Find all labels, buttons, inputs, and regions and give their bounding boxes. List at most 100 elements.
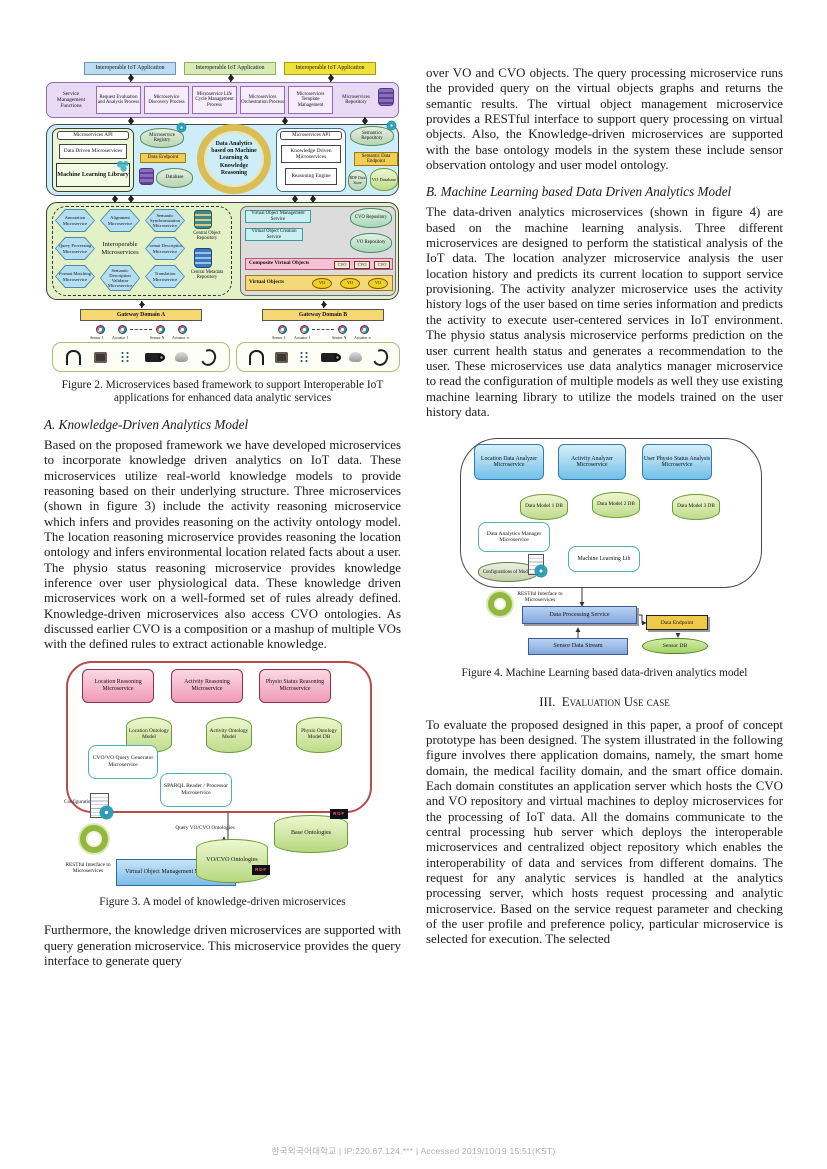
stethoscope-icon (370, 346, 390, 368)
section-a-heading: A. Knowledge-Driven Analytics Model (44, 416, 249, 432)
query-ontologies-label: Query VO/CVO Ontologies (175, 825, 235, 832)
sensor-label: Actuator n (354, 336, 371, 340)
activity-reasoning-box: Activity Reasoning Microservice (171, 668, 243, 703)
sensor-dot (118, 325, 127, 334)
section-b-paragraph: The data-driven analytics microservices … (426, 205, 783, 419)
sensor-dot (300, 325, 309, 334)
vo-repository-cylinder: VO Repository (350, 233, 392, 253)
sensor-grid-icon (120, 350, 132, 364)
figure-2-diagram: Interoperable IoT Application Interopera… (44, 60, 401, 372)
hex-microservice: Format Matching Microservice (55, 265, 95, 288)
gear-icon (536, 566, 546, 577)
data-endpoint-box: Data Endpoint (140, 153, 186, 163)
monitor-device-icon (274, 351, 288, 363)
vo-chip: VO (312, 278, 332, 289)
composite-vo-label: Composite Virtual Objects (249, 260, 310, 266)
hex-microservice: Annotation Microservice (55, 209, 95, 232)
sensor-label: Sensor 1 (90, 336, 104, 340)
semantics-repository-cylinder: Semantics Repository (350, 126, 394, 146)
section-a-paragraph: Based on the proposed framework we have … (44, 437, 401, 652)
camera-icon (320, 352, 341, 362)
vo-database-cylinder: VO Database (370, 168, 398, 191)
sensor-dot (96, 325, 105, 334)
data-model-1-cylinder: Data Model 1 DB (520, 494, 568, 521)
semantic-data-endpoint-box: Semantic Data Endpoint (354, 152, 398, 166)
analytics-manager-box: Data Analytics Manager Microservice (478, 522, 550, 553)
cvo-chip: CVO (354, 261, 370, 269)
sensor-label: Sensor N (150, 336, 165, 340)
ml-lib-box: Machine Learning Lib (568, 546, 640, 573)
data-driven-microservices-box: Data Driven Microservices (59, 144, 127, 159)
microservices-api-box: Microservices API (280, 131, 342, 140)
gear-icon (178, 124, 185, 131)
activity-analyzer-box: Activity Analyzer Microservice (558, 444, 626, 481)
dash-connector (312, 329, 334, 330)
iot-app-label: Interoperable IoT Application (195, 65, 265, 72)
vo-chip: VO (340, 278, 360, 289)
connector-arrow (281, 117, 288, 125)
database-stack-icon (378, 88, 394, 106)
restful-label: RESTful Interface to Microservices (65, 861, 111, 874)
gateway-domain-b-bar: Gateway Domain B (262, 309, 384, 321)
dash-connector (130, 329, 152, 330)
figure-4-caption: Figure 4. Machine Learning based data-dr… (461, 667, 748, 680)
reasoning-engine-box: Reasoning Engine (285, 168, 337, 185)
physio-reasoning-box: Physio Status Reasoning Microservice (259, 668, 331, 703)
sensor-dot (178, 325, 187, 334)
data-analytics-ring: Data Analytics based on Machine Learning… (197, 124, 271, 194)
database-cylinder: Database (156, 168, 193, 188)
connector-arrow (227, 74, 234, 82)
microservices-api-box: Microservices API (57, 131, 129, 140)
sensor-data-stream-box: Sensor Data Stream (528, 638, 628, 656)
sensor-dot (278, 325, 287, 334)
sensor-label: Actuator n (172, 336, 189, 340)
rdf-data-store-cylinder: RDF Data Store (348, 170, 367, 191)
access-footer: 한국외국어대학교 | IP:220.67.124.*** | Accessed … (271, 1146, 556, 1156)
section-iii-paragraph: To evaluate the proposed designed in thi… (426, 717, 783, 947)
figure-4-diagram: Location Data Analyzer Microservice Acti… (452, 436, 772, 660)
section-iii-number: III. (539, 694, 556, 709)
sparql-processor-box: SPARQL Reader / Processor Microservice (160, 772, 232, 807)
hex-microservice: Query Processing Microservice (55, 237, 95, 260)
interoperable-title: Interoperable Microservices (101, 240, 139, 256)
helmet-icon (174, 352, 188, 362)
sensor-grid-icon (298, 350, 310, 364)
ml-library-box: Machine Learning Library (56, 163, 130, 187)
location-reasoning-box: Location Reasoning Microservice (82, 668, 154, 703)
location-analyzer-box: Location Data Analyzer Microservice (474, 444, 544, 481)
gateway-domain-a-bar: Gateway Domain A (80, 309, 202, 321)
interoperable-dashed-region (52, 206, 232, 296)
headset-icon (248, 349, 264, 365)
iot-app-label: Interoperable IoT Application (95, 65, 165, 72)
connector-arrow (127, 117, 134, 125)
rdf-icon: RDF (252, 864, 270, 875)
monitor-device-icon (93, 351, 107, 363)
physio-ontology-cylinder: Physio Ontology Model DB (296, 716, 342, 753)
service-mgmt-label: Service Management Functions (56, 90, 86, 110)
cvo-chip: CVO (374, 261, 390, 269)
ring-label: Data Analytics based on Machine Learning… (211, 141, 257, 176)
data-endpoint-box: Data Endpoint (646, 615, 708, 631)
cvo-repository-cylinder: CVO Repository (350, 208, 392, 228)
device-strip-a (52, 342, 230, 372)
connector-arrow (309, 195, 316, 203)
vo-chip: VO (368, 278, 388, 289)
cvo-chip: CVO (334, 261, 350, 269)
section-b-heading: B. Machine Learning based Data Driven An… (426, 184, 732, 200)
sensor-label: Sensor N (332, 336, 347, 340)
data-processing-service-box: Data Processing Service (522, 606, 637, 625)
sensor-dot (360, 325, 369, 334)
physio-analyzer-box: User Physio Status Analysis Microservice (642, 444, 712, 481)
hex-microservice: Semantic Description Validator Microserv… (100, 265, 140, 291)
service-process-box: Request Evaluation and Analysis Process (96, 86, 141, 114)
vocvo-ontologies-cylinder: VO/CVO Ontologies (196, 838, 268, 883)
data-model-3-cylinder: Data Model 3 DB (672, 494, 720, 521)
configuration-label: Configuration (64, 798, 94, 805)
vo-creation-service-box: Virtual Object Creation Service (245, 228, 303, 241)
central-object-repo-label: Central Object Repository (193, 230, 221, 241)
connector-arrow (111, 195, 118, 203)
sensor-dot (338, 325, 347, 334)
hex-microservice: Format Description Microservice (145, 237, 185, 260)
restful-ring-icon (488, 592, 512, 617)
gear-icon (388, 122, 395, 129)
